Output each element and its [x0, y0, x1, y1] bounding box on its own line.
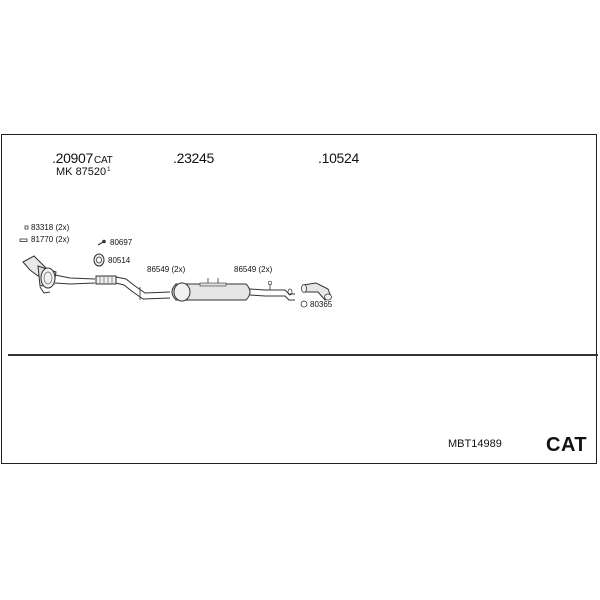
catalyst-number: .20907 — [52, 150, 94, 166]
label-bolt-80697: 80697 — [110, 238, 133, 247]
part-number-rear: .10524 — [318, 150, 360, 166]
label-clamp-83318: 83318 (2x) — [31, 223, 70, 232]
label-clamp-80514: 80514 — [108, 256, 131, 265]
part-number-catalyst: .20907CAT — [52, 150, 113, 166]
section-divider — [8, 354, 598, 356]
mounting-kit-label: MK 875201 — [56, 167, 111, 178]
label-gasket-81770: 81770 (2x) — [31, 235, 70, 244]
part-number-middle: .23245 — [173, 150, 215, 166]
label-hanger-left: 86549 (2x) — [147, 265, 186, 274]
label-hanger-right: 86549 (2x) — [234, 265, 273, 274]
label-tail-clamp-80365: 80365 — [310, 300, 333, 309]
cat-badge: CAT — [546, 434, 588, 456]
kit-code: MBT14989 — [448, 438, 502, 450]
kit-superscript: 1 — [107, 167, 111, 173]
diagram-frame — [1, 134, 597, 464]
kit-number: 87520 — [75, 166, 107, 178]
kit-prefix: MK — [56, 166, 73, 178]
catalyst-suffix: CAT — [94, 155, 113, 166]
